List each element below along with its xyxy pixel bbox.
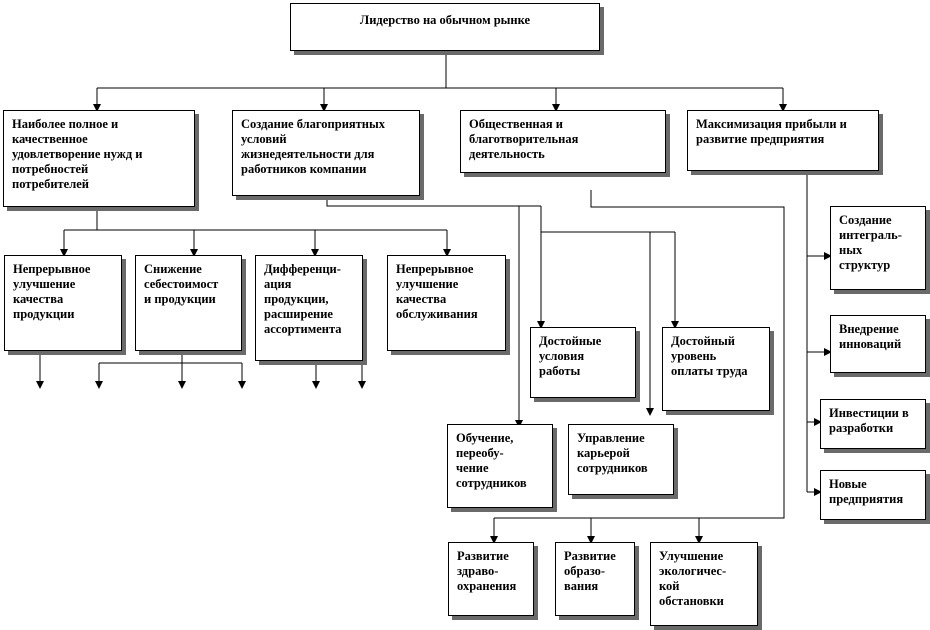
node-innovation: Внедрение инноваций bbox=[830, 315, 926, 373]
node-integral-structures: Создание интеграль- ных структур bbox=[830, 206, 926, 290]
node-service-improvement: Непрерывное улучшение качества обслужива… bbox=[387, 255, 506, 351]
node-employee-conditions: Создание благоприятных условий жизнедеят… bbox=[232, 110, 420, 196]
node-work-conditions: Достойные условия работы bbox=[530, 327, 636, 398]
node-ecology: Улучшение экологичес- кой обстановки bbox=[650, 542, 758, 626]
node-new-enterprises: Новые предприятия bbox=[820, 470, 926, 520]
connector bbox=[494, 190, 785, 519]
node-pay-level: Достойный уровень оплаты труда bbox=[662, 327, 770, 411]
node-education: Развитие образо- вания bbox=[555, 542, 635, 616]
node-training: Обучение, переобу- чение сотрудников bbox=[447, 424, 553, 508]
node-career-management: Управление карьерой сотрудников bbox=[568, 424, 674, 495]
node-investments: Инвестиции в разработки bbox=[820, 399, 926, 449]
node-differentiation: Дифференци- ация продукции, расширение а… bbox=[255, 255, 363, 361]
node-social-charity: Общественная и благотворительная деятель… bbox=[460, 110, 666, 173]
node-healthcare: Развитие здраво- охранения bbox=[448, 542, 534, 616]
connector bbox=[326, 196, 541, 207]
node-consumer-needs: Наиболее полное и качественное удовлетво… bbox=[3, 110, 195, 207]
node-profit-development: Максимизация прибыли и развитие предприя… bbox=[687, 110, 879, 171]
node-cost-reduction: Снижение себестоимост и продукции bbox=[135, 255, 242, 351]
root-node: Лидерство на обычном рынке bbox=[290, 3, 600, 51]
node-quality-improvement: Непрерывное улучшение качества продукции bbox=[4, 255, 122, 351]
